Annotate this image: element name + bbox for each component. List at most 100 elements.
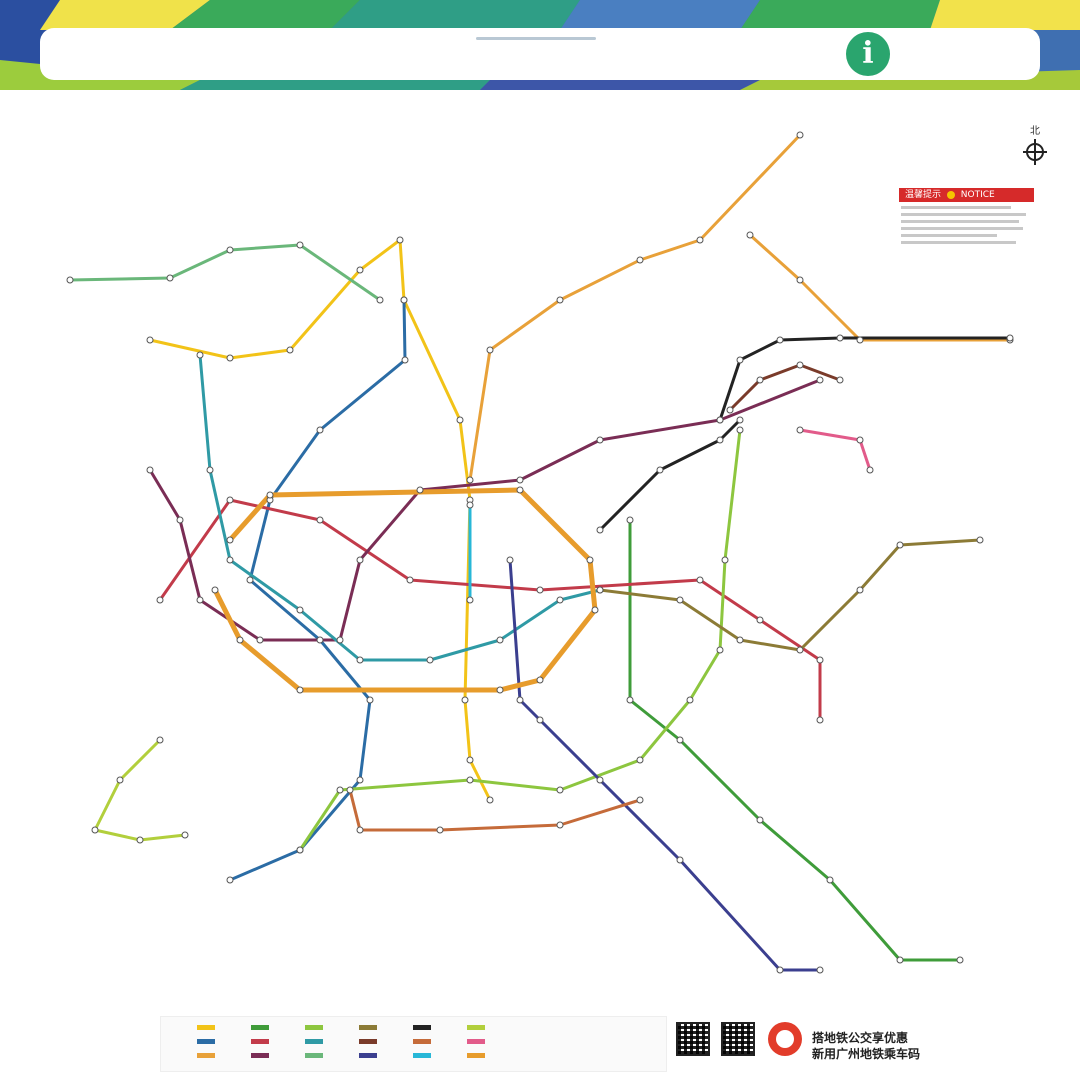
- station-marker[interactable]: [636, 256, 644, 264]
- station-marker[interactable]: [226, 876, 234, 884]
- station-marker[interactable]: [401, 356, 409, 364]
- station-marker[interactable]: [696, 236, 704, 244]
- station-marker[interactable]: [536, 586, 544, 594]
- station-marker[interactable]: [756, 376, 764, 384]
- station-marker[interactable]: [486, 346, 494, 354]
- station-marker[interactable]: [596, 526, 604, 534]
- station-marker[interactable]: [716, 416, 724, 424]
- station-marker[interactable]: [836, 376, 844, 384]
- station-marker[interactable]: [696, 576, 704, 584]
- station-marker[interactable]: [776, 966, 784, 974]
- station-marker[interactable]: [746, 231, 754, 239]
- station-marker[interactable]: [296, 846, 304, 854]
- metro-line-l14[interactable]: [728, 363, 841, 412]
- station-marker[interactable]: [356, 266, 364, 274]
- station-marker[interactable]: [366, 696, 374, 704]
- station-marker[interactable]: [146, 466, 154, 474]
- station-marker[interactable]: [556, 786, 564, 794]
- station-marker[interactable]: [656, 466, 664, 474]
- station-marker[interactable]: [466, 596, 474, 604]
- qr-code-icon[interactable]: [676, 1022, 710, 1056]
- station-marker[interactable]: [816, 716, 824, 724]
- station-marker[interactable]: [756, 816, 764, 824]
- station-marker[interactable]: [461, 696, 469, 704]
- station-marker[interactable]: [496, 686, 504, 694]
- station-marker[interactable]: [266, 491, 274, 499]
- station-marker[interactable]: [721, 556, 729, 564]
- station-marker[interactable]: [736, 426, 744, 434]
- station-marker[interactable]: [496, 636, 504, 644]
- station-marker[interactable]: [736, 416, 744, 424]
- station-marker[interactable]: [316, 636, 324, 644]
- station-marker[interactable]: [676, 736, 684, 744]
- station-marker[interactable]: [796, 646, 804, 654]
- station-marker[interactable]: [536, 676, 544, 684]
- station-marker[interactable]: [66, 276, 74, 284]
- station-marker[interactable]: [206, 466, 214, 474]
- station-marker[interactable]: [516, 486, 524, 494]
- station-marker[interactable]: [256, 636, 264, 644]
- metro-line-l18[interactable]: [508, 559, 820, 972]
- station-marker[interactable]: [796, 276, 804, 284]
- station-marker[interactable]: [356, 656, 364, 664]
- station-marker[interactable]: [556, 596, 564, 604]
- station-marker[interactable]: [116, 776, 124, 784]
- station-marker[interactable]: [181, 831, 189, 839]
- station-marker[interactable]: [376, 296, 384, 304]
- qr-code-icon[interactable]: [721, 1022, 755, 1056]
- station-marker[interactable]: [166, 274, 174, 282]
- station-marker[interactable]: [536, 716, 544, 724]
- info-icon[interactable]: i: [846, 32, 890, 76]
- station-marker[interactable]: [226, 496, 234, 504]
- station-marker[interactable]: [556, 821, 564, 829]
- station-marker[interactable]: [596, 776, 604, 784]
- station-marker[interactable]: [336, 636, 344, 644]
- station-marker[interactable]: [976, 536, 984, 544]
- station-marker[interactable]: [356, 556, 364, 564]
- station-marker[interactable]: [91, 826, 99, 834]
- station-marker[interactable]: [156, 596, 164, 604]
- station-marker[interactable]: [596, 586, 604, 594]
- station-marker[interactable]: [316, 426, 324, 434]
- station-marker[interactable]: [776, 336, 784, 344]
- metro-line-l3[interactable]: [468, 133, 802, 481]
- station-marker[interactable]: [146, 336, 154, 344]
- metro-line-l9[interactable]: [69, 243, 381, 302]
- metro-map[interactable]: 北 温馨提示 NOTICE: [0, 90, 1080, 1079]
- station-marker[interactable]: [236, 636, 244, 644]
- station-marker[interactable]: [196, 351, 204, 359]
- station-marker[interactable]: [296, 606, 304, 614]
- station-marker[interactable]: [316, 516, 324, 524]
- station-marker[interactable]: [296, 686, 304, 694]
- station-marker[interactable]: [466, 501, 474, 509]
- station-marker[interactable]: [211, 586, 219, 594]
- station-marker[interactable]: [456, 416, 464, 424]
- station-marker[interactable]: [226, 354, 234, 362]
- station-marker[interactable]: [346, 786, 354, 794]
- metro-line-ring[interactable]: [212, 487, 598, 693]
- station-marker[interactable]: [856, 436, 864, 444]
- station-marker[interactable]: [736, 356, 744, 364]
- station-marker[interactable]: [176, 516, 184, 524]
- station-marker[interactable]: [1006, 334, 1014, 342]
- station-marker[interactable]: [466, 476, 474, 484]
- metro-line-l22[interactable]: [348, 789, 641, 832]
- station-marker[interactable]: [796, 361, 804, 369]
- station-marker[interactable]: [756, 616, 764, 624]
- station-marker[interactable]: [286, 346, 294, 354]
- station-marker[interactable]: [836, 334, 844, 342]
- metro-line-l13[interactable]: [599, 538, 981, 652]
- station-marker[interactable]: [516, 476, 524, 484]
- station-marker[interactable]: [866, 466, 874, 474]
- station-marker[interactable]: [626, 516, 634, 524]
- station-marker[interactable]: [896, 541, 904, 549]
- station-marker[interactable]: [246, 576, 254, 584]
- station-marker[interactable]: [226, 246, 234, 254]
- station-marker[interactable]: [406, 576, 414, 584]
- station-marker[interactable]: [686, 696, 694, 704]
- station-marker[interactable]: [356, 776, 364, 784]
- station-marker[interactable]: [466, 776, 474, 784]
- station-marker[interactable]: [816, 376, 824, 384]
- station-marker[interactable]: [436, 826, 444, 834]
- station-marker[interactable]: [636, 796, 644, 804]
